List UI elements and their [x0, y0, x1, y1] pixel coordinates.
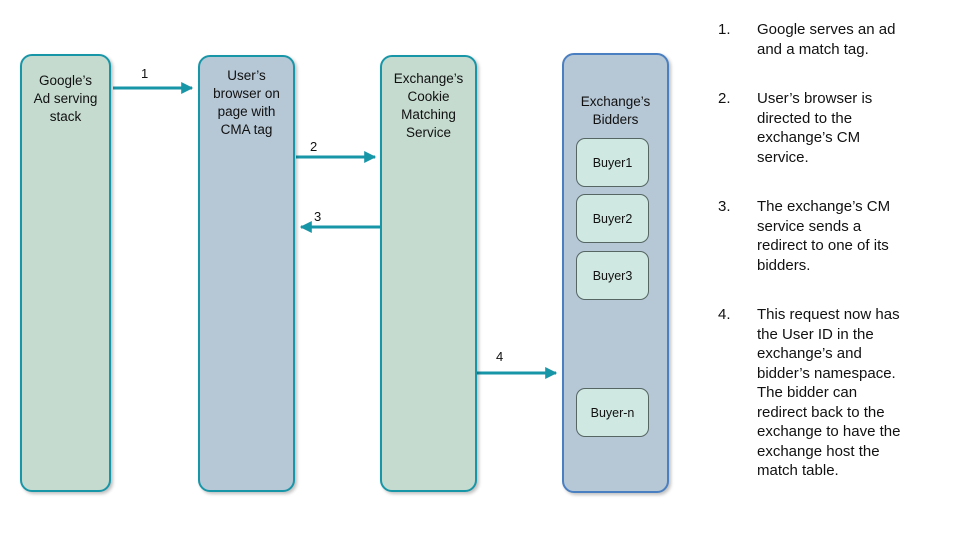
- node-exchange-bidders: Exchange’s Bidders Buyer1 Buyer2 Buyer3 …: [562, 53, 669, 493]
- node-user-browser: User’s browser on page with CMA tag: [198, 55, 295, 492]
- step-item-3: 3. The exchange’s CM service sends a red…: [718, 197, 950, 275]
- buyer-n-box: Buyer-n: [576, 388, 649, 437]
- step-number-2: 2.: [718, 90, 731, 107]
- arrow-label-1: 1: [141, 66, 149, 81]
- buyer-3-box: Buyer3: [576, 251, 649, 300]
- node-cookie-matching-service: Exchange’s Cookie Matching Service: [380, 55, 477, 492]
- node-google-ad-serving-stack: Google’s Ad serving stack: [20, 54, 111, 492]
- step-text-3: The exchange’s CM service sends a redire…: [757, 198, 891, 274]
- arrow-label-4: 4: [496, 349, 504, 364]
- buyer-1-box: Buyer1: [576, 138, 649, 187]
- arrow-label-3: 3: [314, 209, 322, 224]
- step-text-2: User’s browser is directed to the exchan…: [757, 90, 873, 166]
- step-list: 1. Google serves an ad and a match tag. …: [718, 20, 950, 511]
- arrow-label-2: 2: [310, 139, 318, 154]
- step-item-1: 1. Google serves an ad and a match tag.: [718, 20, 950, 59]
- step-item-4: 4. This request now has the User ID in t…: [718, 305, 950, 481]
- node-exchange-bidders-label: Exchange’s Bidders: [580, 94, 651, 127]
- step-number-4: 4.: [718, 306, 731, 323]
- step-number-3: 3.: [718, 198, 731, 215]
- buyer-2-box: Buyer2: [576, 194, 649, 243]
- step-number-1: 1.: [718, 21, 731, 38]
- step-item-2: 2. User’s browser is directed to the exc…: [718, 89, 950, 167]
- step-text-1: Google serves an ad and a match tag.: [757, 21, 896, 58]
- step-text-4: This request now has the User ID in the …: [757, 306, 901, 479]
